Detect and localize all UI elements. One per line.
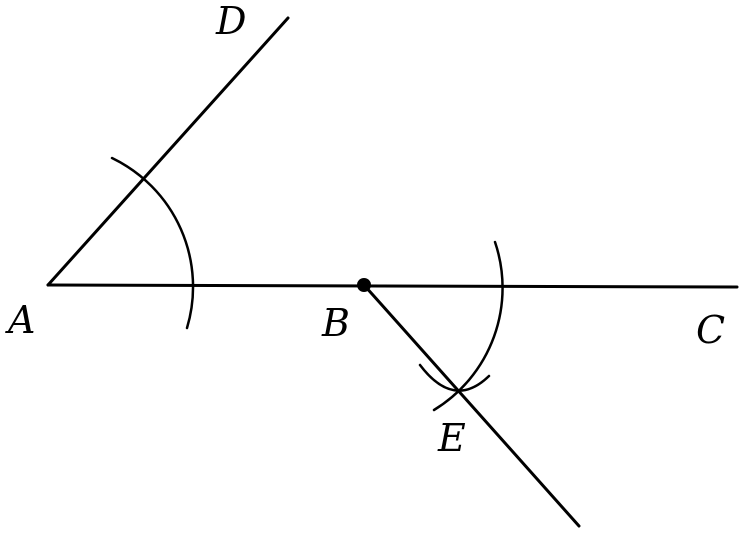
arc-at-e (418, 363, 491, 392)
label-b: B (321, 301, 350, 345)
ray-ac (46, 283, 739, 289)
arc-at-a (110, 156, 195, 330)
ray-be (362, 283, 581, 528)
ray-ad (46, 16, 290, 287)
label-a: A (5, 298, 35, 342)
label-c: C (696, 308, 725, 352)
arc-at-b (432, 240, 504, 412)
point-b-dot (357, 278, 371, 292)
label-e: E (437, 416, 466, 460)
label-d: D (215, 0, 246, 43)
